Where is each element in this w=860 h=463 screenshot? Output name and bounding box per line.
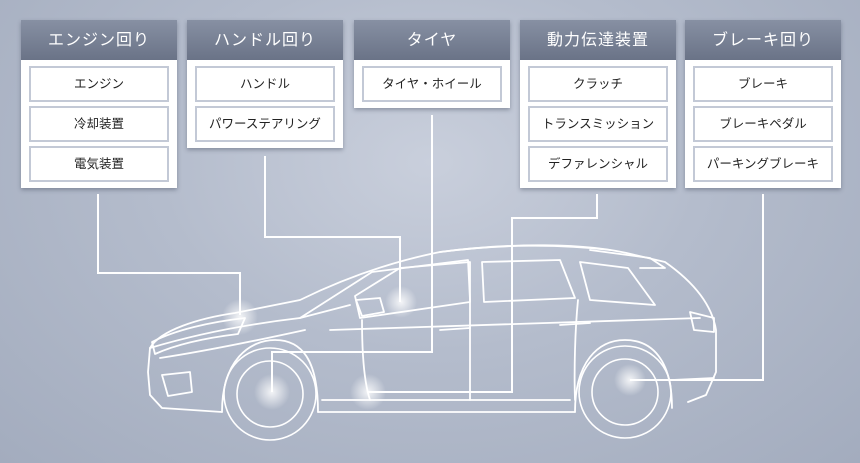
link-parking-brake[interactable]: パーキングブレーキ [693, 146, 833, 182]
card-drivetrain-title: 動力伝達装置 [520, 20, 676, 60]
card-tire: タイヤ タイヤ・ホイール [354, 20, 510, 108]
card-engine: エンジン回り エンジン 冷却装置 電気装置 [21, 20, 177, 188]
link-cooling[interactable]: 冷却装置 [29, 106, 169, 142]
card-drivetrain: 動力伝達装置 クラッチ トランスミッション デファレンシャル [520, 20, 676, 188]
link-electrical[interactable]: 電気装置 [29, 146, 169, 182]
drivetrain-spot [350, 374, 386, 410]
link-handle[interactable]: ハンドル [195, 66, 335, 102]
handle-spot [385, 286, 417, 318]
tire-spot [254, 374, 290, 410]
rear-wheel-outer [578, 345, 672, 439]
front-wheel-rim [236, 360, 304, 428]
card-tire-title: タイヤ [354, 20, 510, 60]
engine-spot [222, 299, 258, 335]
highlight-spots [222, 286, 646, 410]
wheels [223, 345, 672, 441]
connector-engine [97, 194, 241, 315]
link-transmission[interactable]: トランスミッション [528, 106, 668, 142]
link-engine[interactable]: エンジン [29, 66, 169, 102]
card-engine-title: エンジン回り [21, 20, 177, 60]
card-brake-title: ブレーキ回り [685, 20, 841, 60]
connector-brake [630, 194, 764, 381]
rear-wheel-rim [591, 358, 659, 426]
link-brake[interactable]: ブレーキ [693, 66, 833, 102]
card-brake: ブレーキ回り ブレーキ ブレーキペダル パーキングブレーキ [685, 20, 841, 188]
connector-handle [264, 156, 401, 302]
brake-spot [614, 364, 646, 396]
connector-drivetrain [368, 194, 598, 393]
card-handle: ハンドル回り ハンドル パワーステアリング [187, 20, 343, 148]
link-brake-pedal[interactable]: ブレーキペダル [693, 106, 833, 142]
link-power-steering[interactable]: パワーステアリング [195, 106, 335, 142]
link-clutch[interactable]: クラッチ [528, 66, 668, 102]
card-handle-title: ハンドル回り [187, 20, 343, 60]
link-tire-wheel[interactable]: タイヤ・ホイール [362, 66, 502, 102]
connector-lines [97, 115, 764, 393]
connector-tire [271, 115, 433, 392]
front-wheel-outer [223, 347, 317, 441]
link-differential[interactable]: デファレンシャル [528, 146, 668, 182]
